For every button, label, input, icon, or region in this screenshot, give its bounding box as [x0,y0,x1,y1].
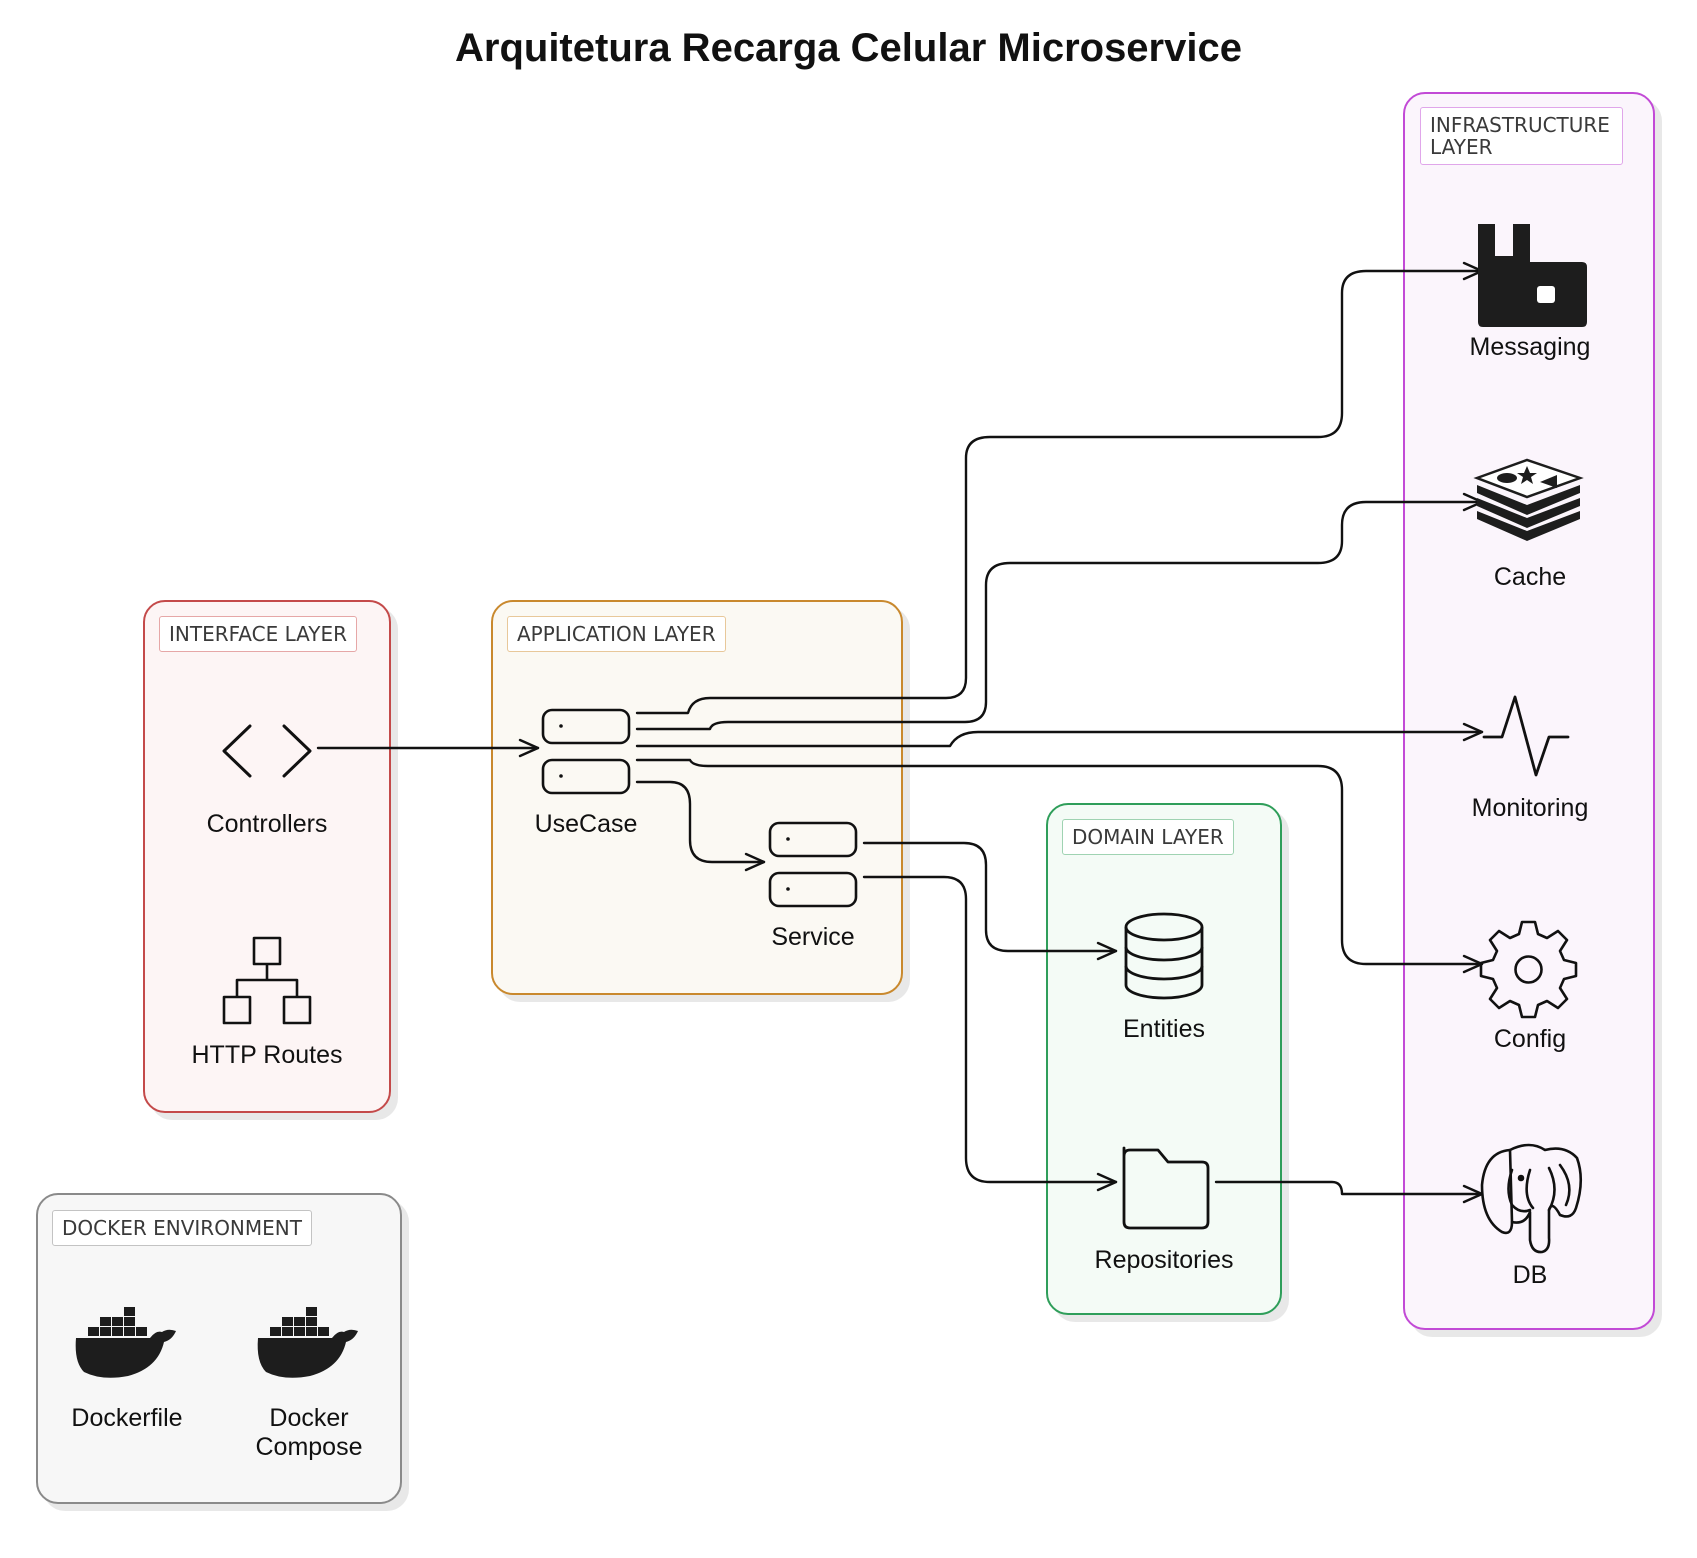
infrastructure-layer-tag: INFRASTRUCTURE LAYER [1420,107,1623,165]
cache-label: Cache [1493,563,1567,591]
controllers-label: Controllers [206,810,328,838]
service-label: Service [771,923,855,951]
interface-layer-tag: INTERFACE LAYER [159,616,358,652]
entities-label: Entities [1123,1015,1205,1043]
edge-service-repositories [862,875,1118,1192]
edge-repositories-db [1214,1180,1484,1204]
application-layer-panel [491,600,903,995]
edge-usecase-config [635,758,1484,974]
db-label: DB [1512,1261,1548,1289]
http-routes-label: HTTP Routes [191,1041,343,1069]
usecase-label: UseCase [534,810,638,838]
application-layer-tag: APPLICATION LAYER [507,616,726,652]
edge-service-entities [862,841,1118,961]
domain-layer-tag: DOMAIN LAYER [1062,819,1234,855]
dockerfile-label: Dockerfile [71,1404,183,1432]
repositories-label: Repositories [1094,1246,1234,1274]
config-label: Config [1493,1025,1567,1053]
edge-usecase-service [635,780,766,872]
monitoring-label: Monitoring [1471,794,1589,822]
edge-usecase-messaging [635,261,1484,715]
edge-usecase-cache [635,492,1484,731]
interface-layer-panel [143,600,391,1113]
domain-layer-panel [1046,803,1282,1315]
edge-usecase-monitoring [635,722,1484,748]
messaging-label: Messaging [1469,333,1591,361]
diagram-title: Arquitetura Recarga Celular Microservice [455,26,1242,70]
docker-environment-tag: DOCKER ENVIRONMENT [52,1210,312,1246]
docker-compose-label: Docker Compose [255,1404,363,1461]
